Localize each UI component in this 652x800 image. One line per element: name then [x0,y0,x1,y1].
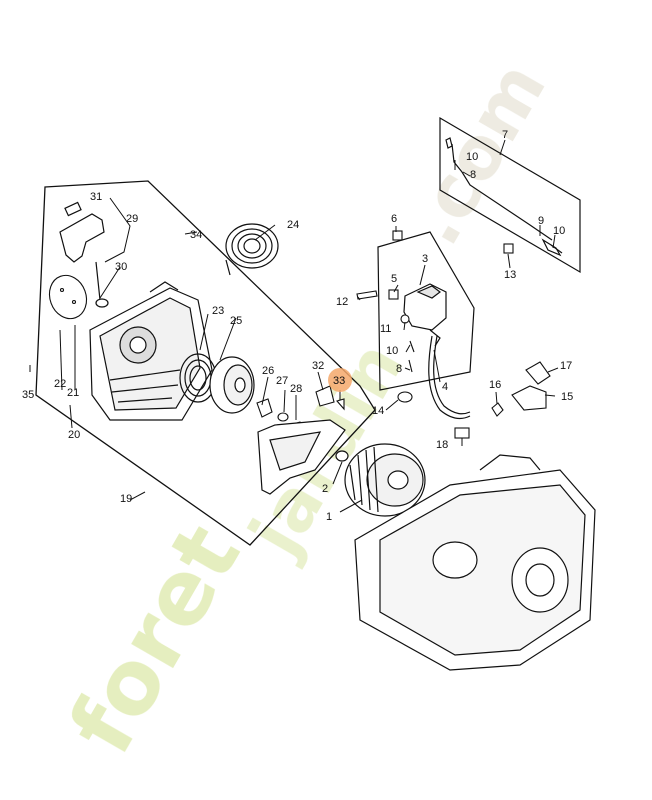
ignition-cable [428,335,471,420]
part-label-15: 15 [561,391,573,403]
part-label-21: 21 [67,387,79,399]
part-label-34: 34 [190,229,202,241]
starter-pawl-carrier [257,419,346,495]
part-label-1: 1 [326,511,332,523]
engine-block [354,454,596,671]
part-label-9: 9 [538,215,544,227]
group-box-starter [35,180,376,546]
part-label-10b: 10 [553,225,565,237]
part-label-8a: 8 [470,169,476,181]
part-label-22: 22 [54,378,66,390]
part-label-32: 32 [312,360,324,372]
part-label-16: 16 [489,379,501,391]
part-label-28: 28 [290,383,302,395]
part-label-18: 18 [436,439,448,451]
small-parts-starter [256,385,345,435]
part-label-29: 29 [126,213,138,225]
small-parts-ignition [356,230,514,403]
starter-handle [59,201,109,308]
part-label-14: 14 [372,405,384,417]
part-label-33: 33 [333,375,345,387]
part-label-10a: 10 [466,151,478,163]
part-label-27: 27 [276,375,288,387]
part-label-30: 30 [115,261,127,273]
part-label-10c: 10 [386,345,398,357]
cover-plate [48,274,88,320]
spark-plug-parts [454,361,551,439]
part-label-6: 6 [391,213,397,225]
part-label-3: 3 [422,253,428,265]
part-label-31: 31 [90,191,102,203]
watermark-text-1: foret [49,508,260,771]
part-label-12: 12 [336,296,348,308]
part-label-5: 5 [391,273,397,285]
part-label-23: 23 [212,305,224,317]
short-circuit-wire [445,137,563,257]
rope-rotor [209,356,255,414]
part-label-13: 13 [504,269,516,281]
highlight-marker [328,368,352,392]
part-label-4: 4 [442,381,448,393]
part-label-35: 35 [22,389,34,401]
part-label-17: 17 [560,360,572,372]
group-box-cable [439,116,581,274]
part-label-24: 24 [287,219,299,231]
part-label-20: 20 [68,429,80,441]
part-label-26: 26 [262,365,274,377]
leader-lines [29,139,559,513]
part-label-19: 19 [120,493,132,505]
flywheel [335,443,426,517]
part-label-25: 25 [230,315,242,327]
part-label-11: 11 [380,323,391,335]
group-box-ignition [377,231,475,391]
part-labels: 31 29 30 34 24 23 25 26 27 28 32 33 22 2… [22,129,573,523]
part-label-8b: 8 [396,363,402,375]
spring-24 [225,223,279,276]
part-label-2: 2 [322,483,328,495]
part-label-7: 7 [502,129,508,141]
ignition-module [403,283,447,347]
